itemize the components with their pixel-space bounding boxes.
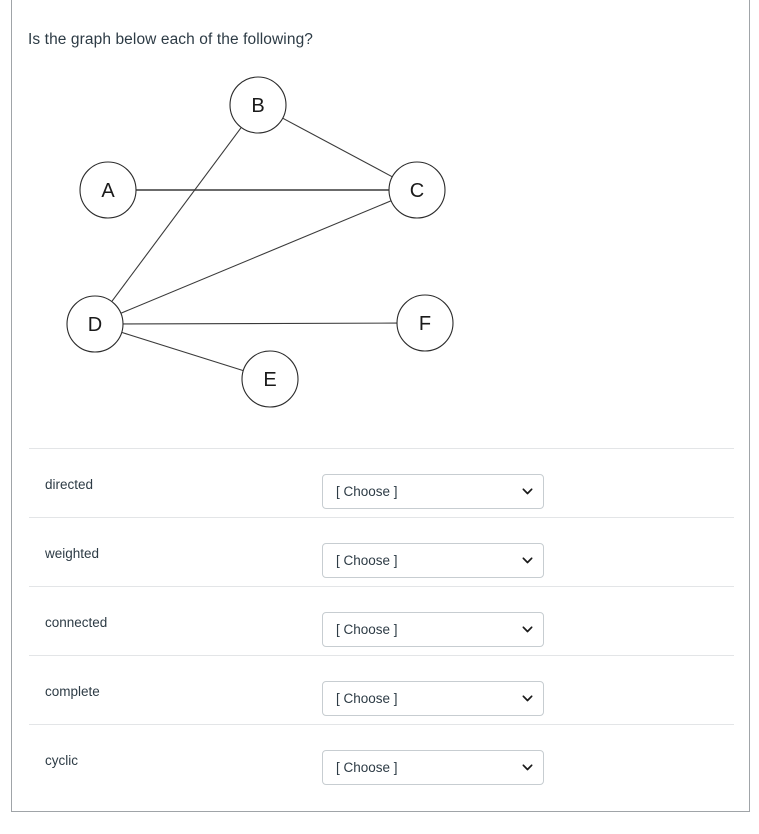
matching-select-wrapper-connected: [ Choose ] xyxy=(322,612,544,647)
matching-select-directed[interactable]: [ Choose ] xyxy=(322,474,544,509)
graph-node-label-a: A xyxy=(101,180,115,202)
matching-rows: directed[ Choose ]weighted[ Choose ]conn… xyxy=(12,448,751,793)
matching-select-wrapper-directed: [ Choose ] xyxy=(322,474,544,509)
graph-node-e: E xyxy=(241,350,299,408)
matching-row-directed: directed [ Choose ] xyxy=(29,448,734,517)
graph-svg: A B C D E F xyxy=(66,76,454,408)
matching-select-connected[interactable]: [ Choose ] xyxy=(322,612,544,647)
question-prompt: Is the graph below each of the following… xyxy=(28,31,314,48)
graph-nodes: A B C D E F xyxy=(66,76,454,408)
graph-node-circle-a xyxy=(79,161,137,219)
graph-edge-d-e xyxy=(121,331,244,372)
graph-node-circle-c xyxy=(388,161,446,219)
graph-node-c: C xyxy=(388,161,446,219)
graph-node-d: D xyxy=(66,295,124,353)
matching-label-directed: directed xyxy=(45,477,94,492)
matching-label-connected: connected xyxy=(45,615,108,630)
graph-node-label-f: F xyxy=(419,313,431,335)
graph-edge-b-d xyxy=(111,127,242,302)
graph-diagram: A B C D E F xyxy=(28,62,498,432)
matching-select-cyclic[interactable]: [ Choose ] xyxy=(322,750,544,785)
matching-select-complete[interactable]: [ Choose ] xyxy=(322,681,544,716)
matching-select-wrapper-complete: [ Choose ] xyxy=(322,681,544,716)
matching-row-complete: complete [ Choose ] xyxy=(29,655,734,724)
graph-node-label-d: D xyxy=(88,314,102,336)
graph-node-label-e: E xyxy=(263,369,276,391)
graph-node-a: A xyxy=(79,161,137,219)
matching-select-wrapper-weighted: [ Choose ] xyxy=(322,543,544,578)
graph-edges xyxy=(111,117,398,372)
graph-node-circle-f xyxy=(396,294,454,352)
graph-node-circle-b xyxy=(229,76,287,134)
matching-row-cyclic: cyclic [ Choose ] xyxy=(29,724,734,793)
graph-node-label-b: B xyxy=(251,95,264,117)
graph-edge-c-d xyxy=(120,200,392,314)
graph-node-circle-d xyxy=(66,295,124,353)
graph-edge-d-f xyxy=(122,322,398,325)
matching-label-cyclic: cyclic xyxy=(45,753,78,768)
matching-select-weighted[interactable]: [ Choose ] xyxy=(322,543,544,578)
matching-row-connected: connected [ Choose ] xyxy=(29,586,734,655)
question-card: Is the graph below each of the following… xyxy=(11,0,750,812)
matching-select-wrapper-cyclic: [ Choose ] xyxy=(322,750,544,785)
graph-edge-b-c xyxy=(282,117,393,178)
graph-node-f: F xyxy=(396,294,454,352)
graph-node-circle-e xyxy=(241,350,299,408)
matching-label-weighted: weighted xyxy=(45,546,100,561)
graph-node-b: B xyxy=(229,76,287,134)
matching-label-complete: complete xyxy=(45,684,100,699)
graph-node-label-c: C xyxy=(410,180,424,202)
matching-row-weighted: weighted [ Choose ] xyxy=(29,517,734,586)
